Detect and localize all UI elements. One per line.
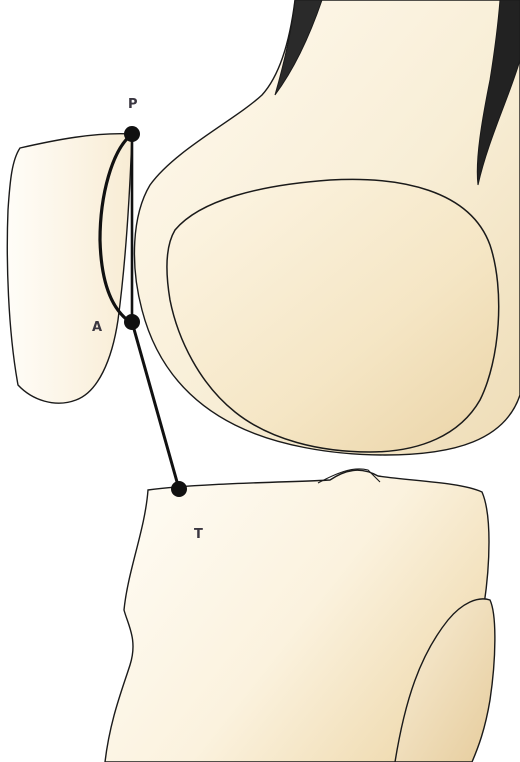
point-a-marker — [124, 314, 140, 330]
point-p-marker — [124, 126, 140, 142]
label-a: A — [92, 320, 102, 335]
label-t: T — [194, 527, 203, 542]
point-t-marker — [171, 481, 187, 497]
label-p: P — [128, 97, 138, 112]
patella — [7, 134, 132, 403]
